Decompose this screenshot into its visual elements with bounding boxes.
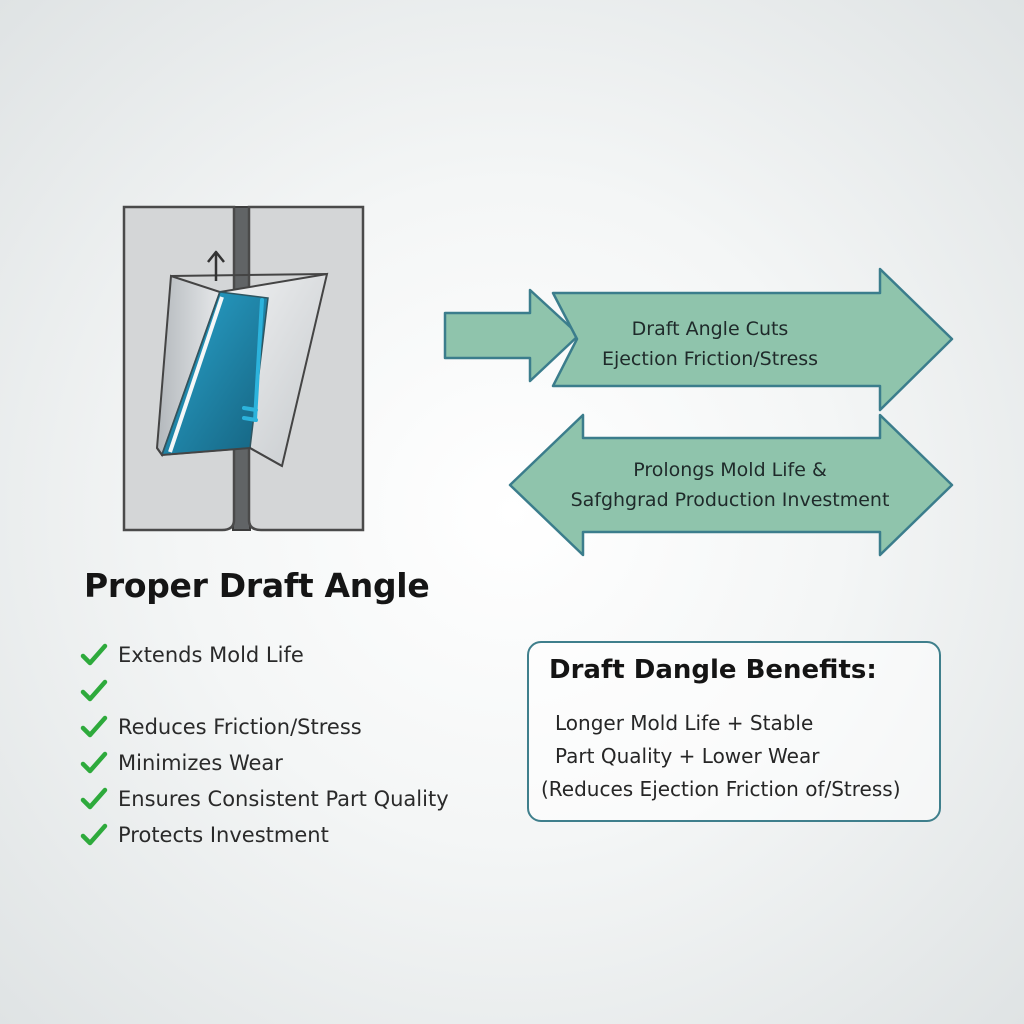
molded-part: [155, 272, 329, 468]
part-bottom-edge: [156, 446, 283, 467]
check-icon: [80, 679, 108, 702]
benefits-line-3: (Reduces Ejection Friction of/Stress): [541, 777, 901, 801]
ejection-arrow-icon: [207, 250, 225, 281]
arrow-left-line-2: Safghgrad Production Investment: [570, 489, 890, 511]
benefits-line-2: Part Quality + Lower Wear: [555, 744, 820, 768]
benefits-title: Draft Dangle Benefits:: [549, 655, 877, 685]
arrow-right-line-1: Draft Angle Cuts: [631, 318, 789, 340]
checklist-item-label: Reduces Friction/Stress: [118, 715, 362, 739]
check-icon: [80, 787, 108, 810]
arrow-right-line-2: Ejection Friction/Stress: [601, 348, 819, 370]
check-icon: [80, 751, 108, 774]
arrow-left-line-1: Prolongs Mold Life &: [633, 459, 827, 481]
checklist-item-label: Extends Mold Life: [118, 643, 304, 667]
heading: Proper Draft Angle: [84, 566, 430, 605]
part-top-edge: [170, 273, 328, 277]
input-arrow: [443, 288, 581, 383]
checklist-item-label: Protects Investment: [118, 823, 329, 847]
check-icon: [80, 643, 108, 666]
benefits-box: Draft Dangle Benefits: Longer Mold Life …: [527, 641, 941, 822]
benefits-line-1: Longer Mold Life + Stable: [555, 711, 814, 735]
arrow-left-label: Prolongs Mold Life & Safghgrad Productio…: [560, 455, 900, 515]
checklist-item-label: Ensures Consistent Part Quality: [118, 787, 449, 811]
arrow-right-shape: [551, 267, 954, 412]
check-icon: [80, 715, 108, 738]
arrow-left-shape: [508, 413, 954, 557]
checklist-item-label: Minimizes Wear: [118, 751, 283, 775]
arrow-right-label: Draft Angle Cuts Ejection Friction/Stres…: [560, 314, 860, 374]
draft-angle-marker: [242, 298, 264, 422]
check-icon: [80, 823, 108, 846]
draft-highlight-line: [168, 296, 224, 453]
